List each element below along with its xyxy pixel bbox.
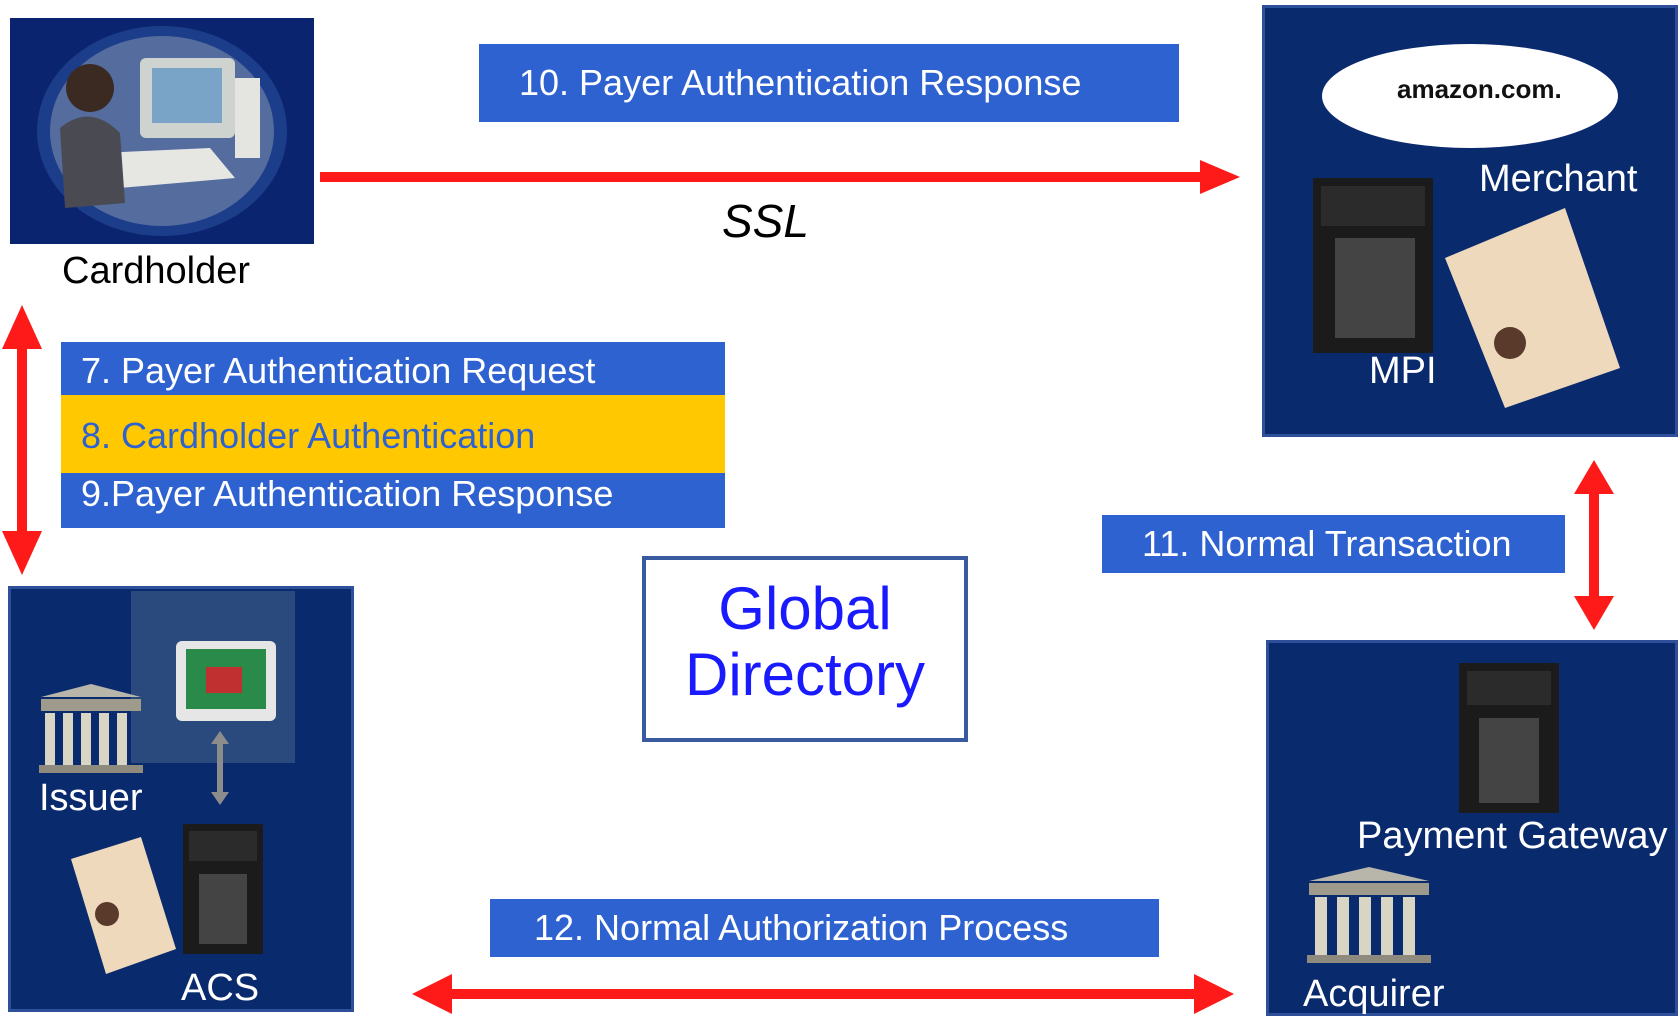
cardholder-photo-icon [37,26,287,236]
acquirer-label: Acquirer [1303,973,1445,1015]
ssl-arrow [320,160,1240,194]
merchant-panel: amazon.com. Merchant MPI [1262,5,1678,437]
step10-label: 10. Payer Authentication Response [479,44,1179,122]
step8-row: 8. Cardholder Authentication [61,395,725,473]
step11-text: 11. Normal Transaction [1142,523,1512,564]
cardholder-issuer-arrow [2,305,42,575]
merchant-acquirer-arrow [1574,460,1614,630]
step12-label: 12. Normal Authorization Process [490,899,1159,957]
amazon-logo: amazon.com. [1397,74,1562,104]
issuer-acquirer-arrow [412,974,1234,1014]
payment-gateway-label: Payment Gateway [1357,815,1668,857]
issuer-panel: Issuer ACS [8,586,354,1012]
step9-text: 9.Payer Authentication Response [81,473,614,514]
merchant-illustration [1313,44,1620,408]
step11-label: 11. Normal Transaction [1102,515,1565,573]
step7-text: 7. Payer Authentication Request [81,350,596,391]
step12-text: 12. Normal Authorization Process [534,907,1069,948]
computer-icon [176,641,276,721]
acs-server-icon [183,824,263,954]
acquirer-bank-icon [1307,867,1431,963]
auth-steps-box: 7. Payer Authentication Request 8. Cardh… [61,342,725,528]
directory-line1: Global [718,575,892,642]
bank-icon [39,684,143,773]
issuer-label: Issuer [39,777,143,819]
acquirer-panel: Payment Gateway Acquirer [1266,640,1678,1016]
document-icon [1445,208,1620,408]
acs-label: ACS [181,967,260,1009]
step10-text: 10. Payer Authentication Response [519,62,1082,103]
mpi-label: MPI [1369,350,1437,392]
directory-line2: Directory [684,641,926,708]
server-icon [1313,178,1433,353]
cardholder-image [10,18,314,244]
step8-text: 8. Cardholder Authentication [81,415,536,456]
gateway-server-icon [1459,663,1559,813]
cardholder-label: Cardholder [62,250,250,292]
ssl-label: SSL [722,195,809,247]
merchant-label: Merchant [1479,158,1638,200]
acquirer-illustration [1307,663,1559,963]
global-directory-box: Global Directory [642,556,968,742]
issuer-illustration [39,641,276,974]
